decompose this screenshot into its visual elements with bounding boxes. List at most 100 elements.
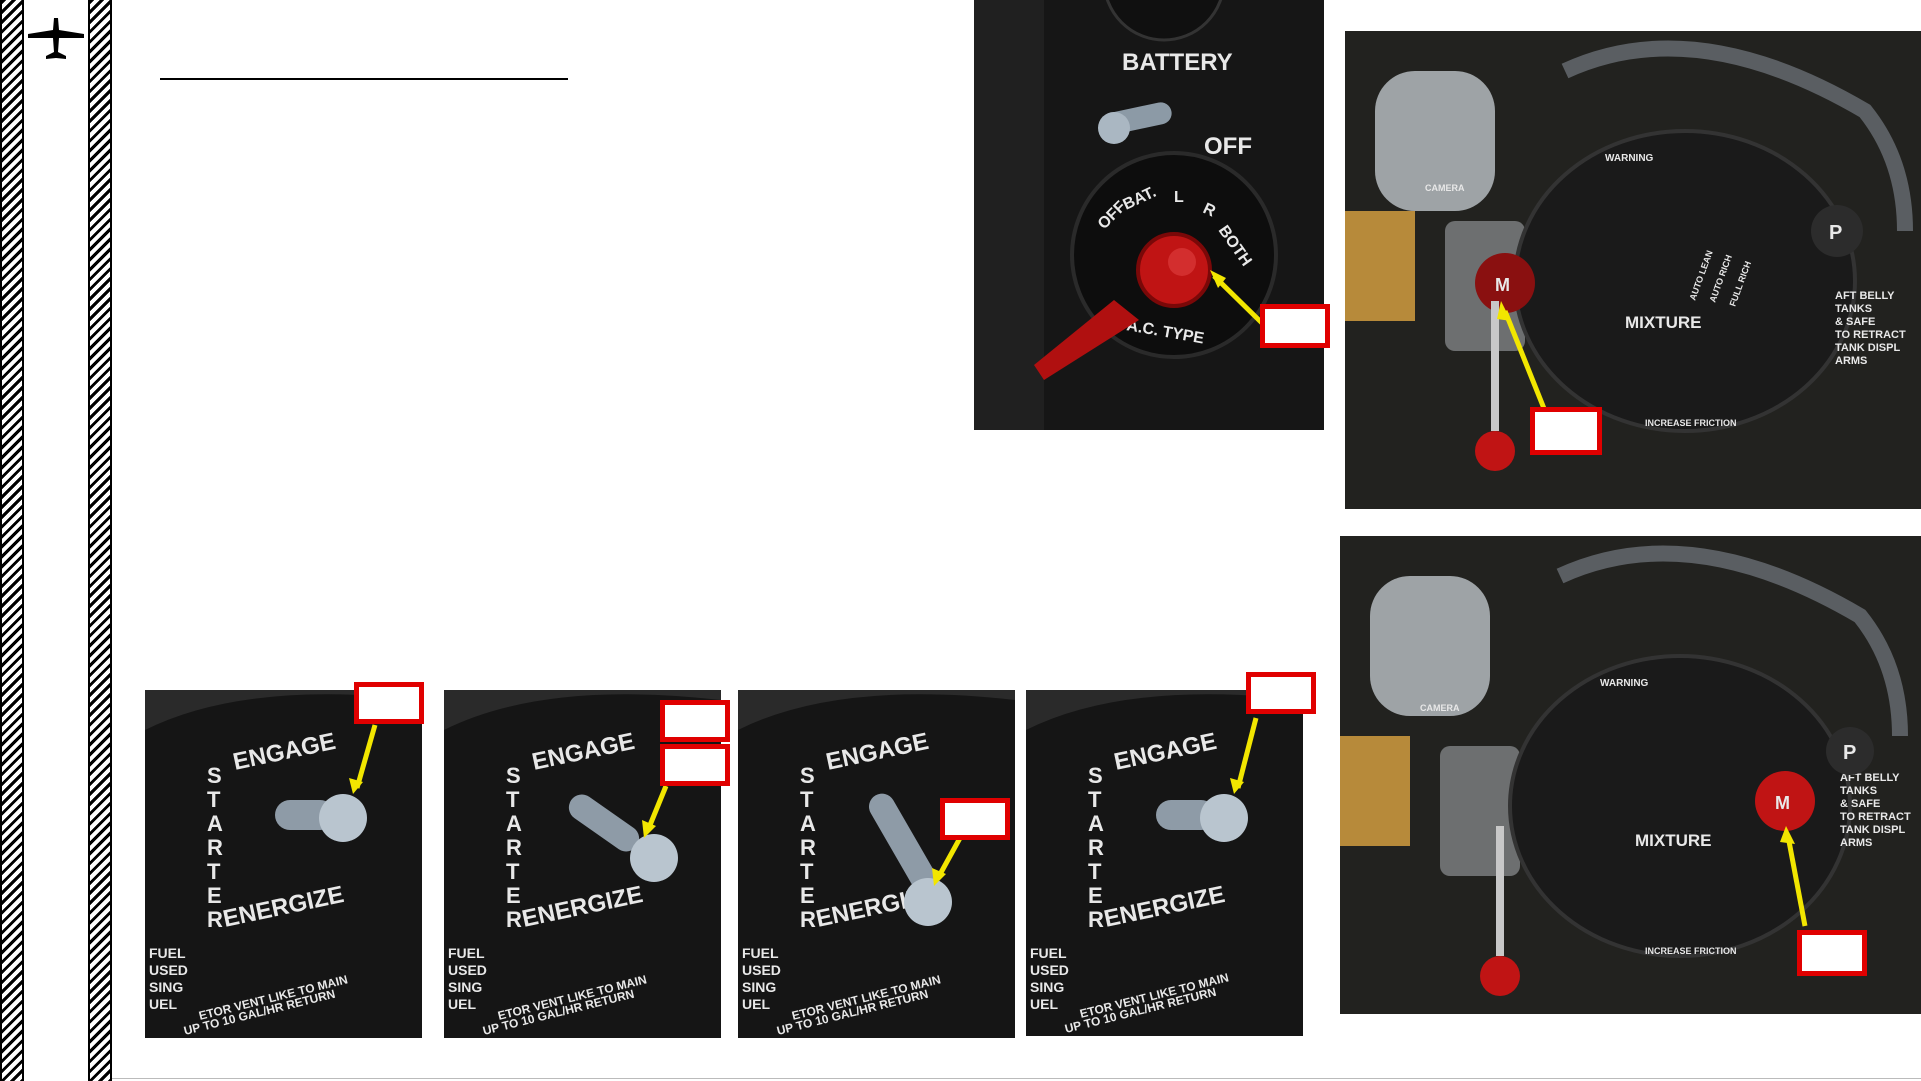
starter-4-vertical-label: S T A R T E R	[1088, 763, 1104, 932]
right-hatched-border	[88, 0, 112, 1081]
mixture-knob-letter-bottom: M	[1775, 793, 1790, 813]
svg-text:R: R	[207, 907, 223, 932]
starter-photo-1: ENGAGE ENERGIZE S T A R T E R FUEL USED …	[145, 690, 422, 1038]
starter-photo-4: ENGAGE ENERGIZE S T A R T E R FUEL USED …	[1026, 690, 1303, 1036]
starter-2-arrow	[645, 785, 669, 831]
svg-text:TANK DISPL: TANK DISPL	[1835, 342, 1900, 354]
battery-callout-box	[1260, 304, 1330, 348]
mixture-label-top: MIXTURE	[1625, 313, 1702, 332]
starter-3-arrow	[935, 836, 963, 880]
svg-text:R: R	[800, 835, 816, 860]
camera-label-bottom: CAMERA	[1420, 703, 1460, 713]
starter-2-callout-box-lower	[660, 744, 730, 786]
svg-text:TANKS: TANKS	[1840, 785, 1877, 797]
starter-1-art: ENGAGE ENERGIZE S T A R T E R FUEL USED …	[145, 690, 422, 1038]
selector-lever[interactable]	[1034, 300, 1139, 380]
svg-text:S: S	[800, 763, 815, 788]
starter-1-vertical-label: S T A R T E R	[207, 763, 223, 932]
starter-photo-2: ENGAGE ENERGIZE S T A R T E R FUEL USED …	[444, 690, 721, 1038]
svg-text:E: E	[1088, 883, 1103, 908]
svg-text:T: T	[1088, 859, 1102, 884]
svg-text:AFT BELLY: AFT BELLY	[1835, 290, 1895, 302]
svg-text:FUEL: FUEL	[1030, 945, 1067, 961]
propeller-knob-top[interactable]	[1811, 205, 1863, 257]
side-text-bottom: AFT BELLY TANKS & SAFE TO RETRACT TANK D…	[1840, 772, 1911, 849]
svg-text:R: R	[506, 835, 522, 860]
svg-text:TANK DISPL: TANK DISPL	[1840, 824, 1905, 836]
starter-4-callout-box	[1246, 672, 1316, 714]
svg-text:A: A	[207, 811, 223, 836]
svg-text:E: E	[506, 883, 521, 908]
svg-text:R: R	[506, 907, 522, 932]
svg-text:SING: SING	[448, 979, 482, 995]
side-text-top: AFT BELLY TANKS & SAFE TO RETRACT TANK D…	[1835, 290, 1906, 367]
mixture-top-photo-art: MIXTURE WARNING CAMERA AUTO LEAN AUTO RI…	[1345, 31, 1921, 509]
svg-text:TO RETRACT: TO RETRACT	[1835, 329, 1906, 341]
starter-3-switch[interactable]	[864, 789, 942, 897]
svg-text:ARMS: ARMS	[1840, 837, 1872, 849]
mixture-top-callout-arrow	[1502, 310, 1548, 412]
warning-label-bottom: WARNING	[1600, 678, 1649, 689]
starter-2-switch[interactable]	[564, 789, 644, 856]
svg-text:R: R	[1088, 835, 1104, 860]
starter-4-knob[interactable]	[1200, 794, 1248, 842]
svg-text:FUEL: FUEL	[149, 945, 186, 961]
mixture-knob-top[interactable]	[1475, 253, 1535, 313]
svg-text:R: R	[1088, 907, 1104, 932]
battery-label: BATTERY	[1122, 49, 1233, 76]
starter-3-vertical-label: S T A R T E R	[800, 763, 816, 932]
svg-text:& SAFE: & SAFE	[1835, 316, 1875, 328]
svg-text:AFT BELLY: AFT BELLY	[1840, 772, 1900, 784]
mixture-lever-ball-top[interactable]	[1475, 431, 1515, 471]
battery-selector-photo: BATTERY OFF OFF BAT. L R BOTH A.C. TYPE	[974, 0, 1324, 430]
starter-photo-3: ENGAGE ENERGIZE S T A R T E R FUEL USED …	[738, 690, 1015, 1038]
svg-text:UEL: UEL	[149, 996, 177, 1012]
starter-3-knob[interactable]	[904, 878, 952, 926]
svg-text:S: S	[207, 763, 222, 788]
svg-text:UEL: UEL	[1030, 996, 1058, 1012]
svg-text:T: T	[506, 787, 520, 812]
svg-text:& SAFE: & SAFE	[1840, 798, 1880, 810]
mixture-bottom-callout-arrow	[1785, 835, 1808, 927]
svg-text:USED: USED	[448, 962, 487, 978]
svg-text:USED: USED	[742, 962, 781, 978]
starter-1-knob[interactable]	[319, 794, 367, 842]
mixture-lever-ball-bottom[interactable]	[1480, 956, 1520, 996]
starter-1-arrow	[354, 724, 378, 789]
svg-text:UEL: UEL	[448, 996, 476, 1012]
svg-text:E: E	[207, 883, 222, 908]
svg-text:ARMS: ARMS	[1835, 355, 1867, 367]
propeller-knob-bottom[interactable]	[1826, 727, 1874, 775]
svg-text:SING: SING	[149, 979, 183, 995]
propeller-knob-letter-bottom: P	[1843, 742, 1856, 764]
svg-text:USED: USED	[1030, 962, 1069, 978]
svg-text:T: T	[1088, 787, 1102, 812]
battery-toggle-knob[interactable]	[1098, 112, 1130, 144]
svg-text:T: T	[800, 787, 814, 812]
starter-1-callout-box	[354, 682, 424, 724]
starter-3-fuel-text: FUEL USED SING UEL	[742, 945, 781, 1012]
battery-off-label: OFF	[1204, 133, 1252, 160]
svg-text:R: R	[207, 835, 223, 860]
mixture-knob-letter-top: M	[1495, 275, 1510, 295]
mixture-knob-bottom[interactable]	[1755, 771, 1815, 831]
starter-2-knob[interactable]	[630, 834, 678, 882]
svg-text:TANKS: TANKS	[1835, 303, 1872, 315]
increase-friction-label-bottom: INCREASE FRICTION	[1645, 946, 1737, 956]
mixture-top-callout-box	[1530, 407, 1602, 455]
camera-label-top: CAMERA	[1425, 183, 1465, 193]
starter-1-fuel-text: FUEL USED SING UEL	[149, 945, 188, 1012]
svg-text:T: T	[207, 859, 221, 884]
starter-2-fuel-text: FUEL USED SING UEL	[448, 945, 487, 1012]
mixture-bottom-callout-box	[1797, 930, 1867, 976]
propeller-knob-letter-top: P	[1829, 222, 1842, 244]
battery-callout-arrow	[1212, 274, 1266, 327]
starter-3-art: ENGAGE ENERGIZE S T A R T E R FUEL USED …	[738, 690, 1015, 1038]
svg-text:A: A	[800, 811, 816, 836]
svg-text:T: T	[506, 859, 520, 884]
svg-text:TO RETRACT: TO RETRACT	[1840, 811, 1911, 823]
svg-text:T: T	[800, 859, 814, 884]
starter-4-art: ENGAGE ENERGIZE S T A R T E R FUEL USED …	[1026, 690, 1303, 1036]
starter-2-vertical-label: S T A R T E R	[506, 763, 522, 932]
svg-text:SING: SING	[742, 979, 776, 995]
